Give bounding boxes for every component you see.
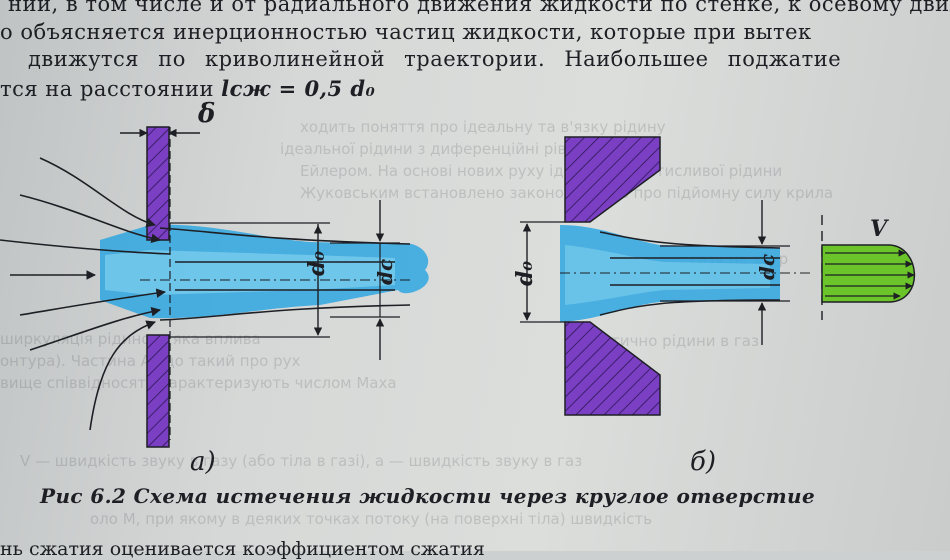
bleed-text: ходить поняття про ідеальну та в'язку рі… — [300, 118, 666, 136]
delta-label: δ — [197, 99, 215, 129]
d0-label-b: d₀ — [512, 261, 538, 286]
velocity-label: V — [870, 216, 889, 242]
body-text-line-1: ний, в том числе и от радиального движен… — [8, 0, 950, 16]
wall-bottom-a — [146, 334, 170, 448]
figure-caption: Рис 6.2 Схема истечения жидкости через к… — [40, 484, 816, 508]
body-text-last-line: нь сжатия оценивается коэффициентом сжат… — [0, 538, 485, 560]
bleed-text: ідеальної рідини з диференційні рівняння — [280, 140, 614, 158]
streamlines-b — [599, 231, 781, 316]
figure-a: δ d₀ dc а) — [0, 99, 429, 477]
wall-top-b — [564, 136, 661, 223]
contraction-distance-formula: lсж = 0,5 d₀ — [221, 76, 376, 101]
bleed-text: оло M, при якому в деяких точках потоку … — [90, 510, 653, 528]
d0-label-a: d₀ — [304, 251, 330, 276]
body-text-line-4: тся на расстоянии lсж = 0,5 d₀ — [0, 78, 375, 100]
body-text-line-3: движутся по криволинейной траектории. На… — [28, 47, 842, 71]
wall-bottom-b — [564, 321, 661, 416]
figure-a-label: а) — [190, 447, 216, 477]
bleed-text: ширкуляція рідиною, яка вплива — [0, 330, 261, 348]
streamlines-a — [0, 157, 411, 431]
bleed-text: фактично рідини в газ — [580, 332, 759, 350]
figure-b-label: б) — [690, 447, 716, 477]
bleed-text: V — швидкість звуку в газу (або тіла в г… — [20, 452, 583, 470]
body-text-line-2: о объясняется инерционностью частиц жидк… — [0, 20, 812, 44]
dc-label-a: dc — [373, 259, 397, 285]
line4-prefix: тся на расстоянии — [0, 77, 222, 101]
dc-label-b: dc — [755, 254, 779, 280]
figure-b: d₀ dc V б) — [512, 136, 916, 477]
bleed-text: Ейлером. На основі нових руху ідеальної … — [300, 162, 783, 180]
